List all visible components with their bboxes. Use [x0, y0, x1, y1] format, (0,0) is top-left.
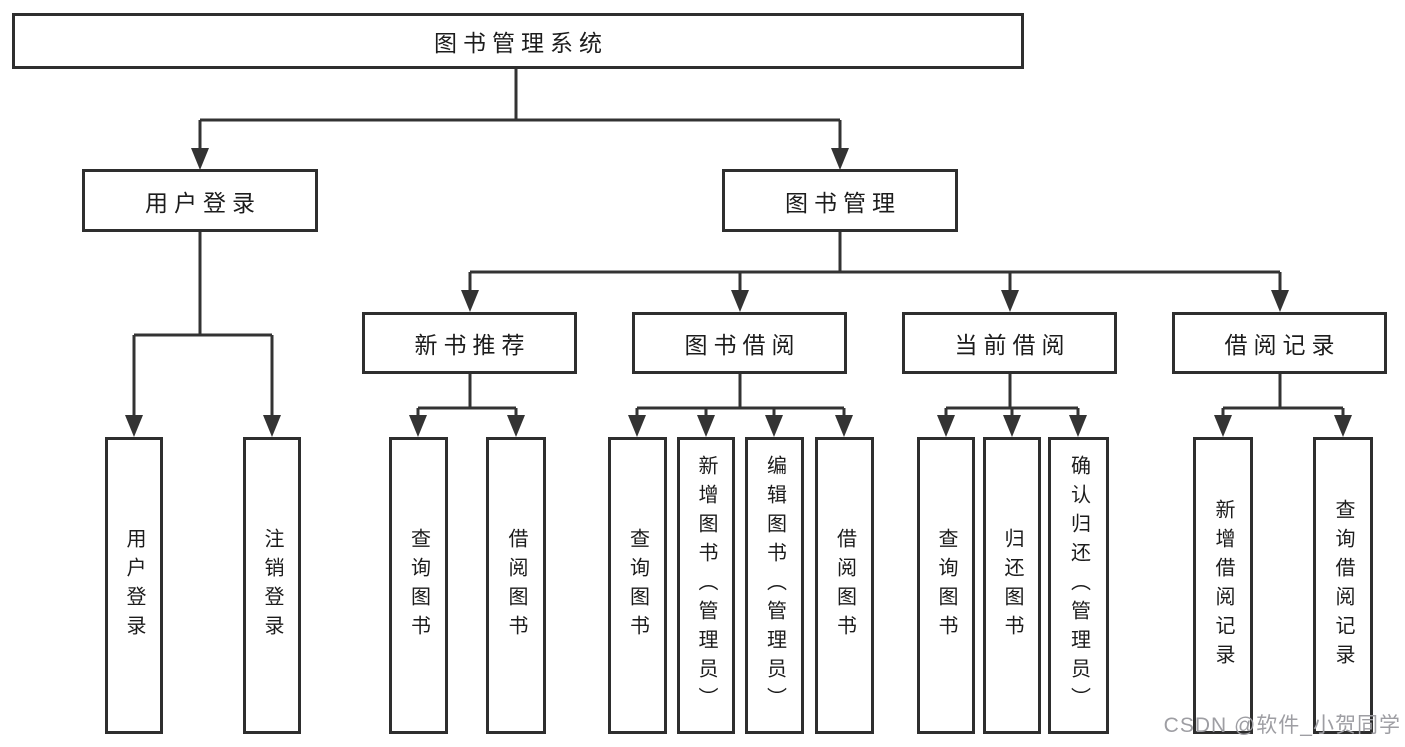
leaf-label: 借阅图书	[505, 527, 527, 644]
leaf-label: 编辑图书（管理员）	[763, 455, 786, 716]
leaf-borrow-query-books: 查询图书	[608, 437, 667, 734]
leaf-borrow-edit-books-admin: 编辑图书（管理员）	[745, 437, 804, 734]
leaf-newbook-borrow-books: 借阅图书	[486, 437, 546, 734]
leaf-label: 新增图书（管理员）	[695, 455, 717, 716]
node-label: 新书推荐	[414, 332, 531, 358]
node-borrow-records: 借阅记录	[1172, 312, 1387, 374]
node-label: 当前借阅	[954, 332, 1071, 358]
leaf-label: 借阅图书	[833, 527, 856, 644]
leaf-label: 新增借阅记录	[1212, 498, 1234, 673]
leaf-user-login: 用户登录	[105, 437, 163, 734]
node-book-borrow: 图书借阅	[632, 312, 847, 374]
node-library-management-system: 图书管理系统	[12, 13, 1024, 69]
leaf-label: 查询图书	[626, 527, 649, 644]
leaf-borrow-add-books-admin: 新增图书（管理员）	[677, 437, 735, 734]
node-current-borrow: 当前借阅	[902, 312, 1117, 374]
csdn-watermark: CSDN @软件_小贺同学	[1163, 714, 1401, 737]
leaf-label: 查询图书	[935, 527, 957, 644]
leaf-current-query-books: 查询图书	[917, 437, 975, 734]
leaf-label: 归还图书	[1001, 527, 1023, 644]
leaf-label: 用户登录	[123, 527, 145, 644]
leaf-records-add-borrow-record: 新增借阅记录	[1193, 437, 1253, 734]
node-label: 图书管理系统	[434, 30, 608, 56]
leaf-current-confirm-return-admin: 确认归还（管理员）	[1048, 437, 1109, 734]
leaf-label: 查询借阅记录	[1332, 498, 1354, 673]
leaf-label: 确认归还（管理员）	[1067, 455, 1090, 716]
leaf-current-return-books: 归还图书	[983, 437, 1041, 734]
leaf-logout: 注销登录	[243, 437, 301, 734]
node-label: 图书管理	[785, 189, 901, 216]
node-label: 图书借阅	[684, 332, 801, 358]
leaf-newbook-query-books: 查询图书	[389, 437, 448, 734]
leaf-records-query-borrow-record: 查询借阅记录	[1313, 437, 1373, 734]
leaf-label: 查询图书	[407, 527, 430, 644]
leaf-borrow-borrow-books: 借阅图书	[815, 437, 874, 734]
node-new-book-recommend: 新书推荐	[362, 312, 577, 374]
node-user-login: 用户登录	[82, 169, 318, 232]
node-label: 用户登录	[145, 189, 261, 216]
leaf-label: 注销登录	[261, 527, 283, 644]
node-book-management: 图书管理	[722, 169, 958, 232]
node-label: 借阅记录	[1224, 332, 1341, 358]
